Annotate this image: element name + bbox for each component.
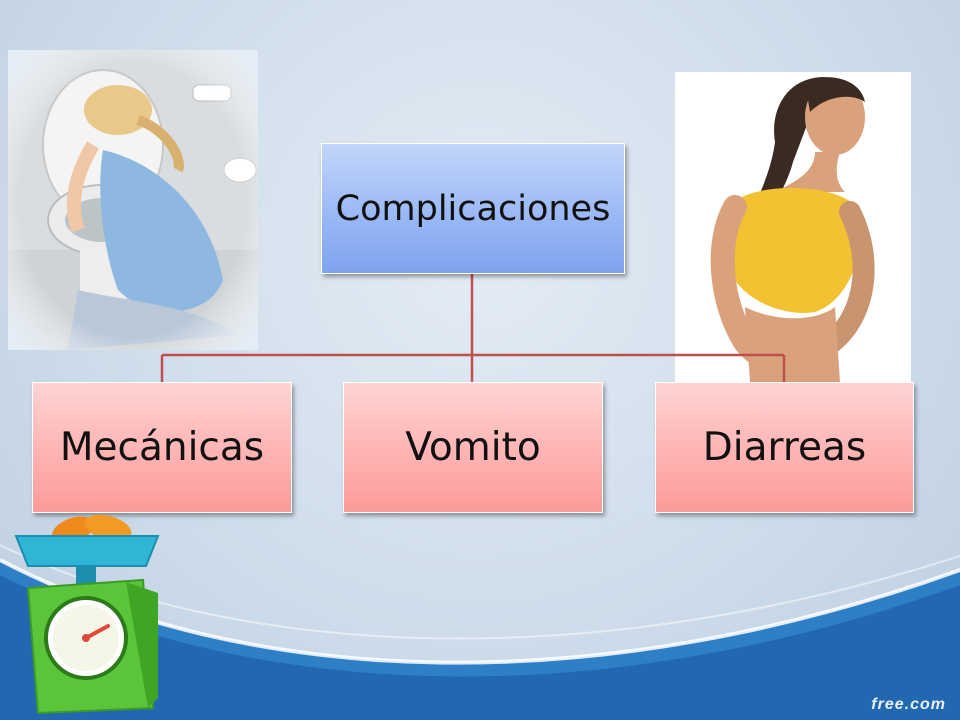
child-node-label: Vomito <box>405 425 541 470</box>
root-node: Complicaciones <box>321 143 625 274</box>
child-node-vomito: Vomito <box>343 382 603 513</box>
scale-icon <box>14 514 160 715</box>
vomiting-woman-photo <box>8 50 258 350</box>
child-node-label: Mecánicas <box>59 425 265 470</box>
child-node-mecanicas: Mecánicas <box>32 382 292 513</box>
stomach-pain-woman-photo <box>675 72 911 382</box>
footer-logo: free.com <box>871 696 946 713</box>
child-node-label: Diarreas <box>702 425 867 470</box>
root-node-label: Complicaciones <box>335 188 611 229</box>
child-node-diarreas: Diarreas <box>655 382 914 513</box>
